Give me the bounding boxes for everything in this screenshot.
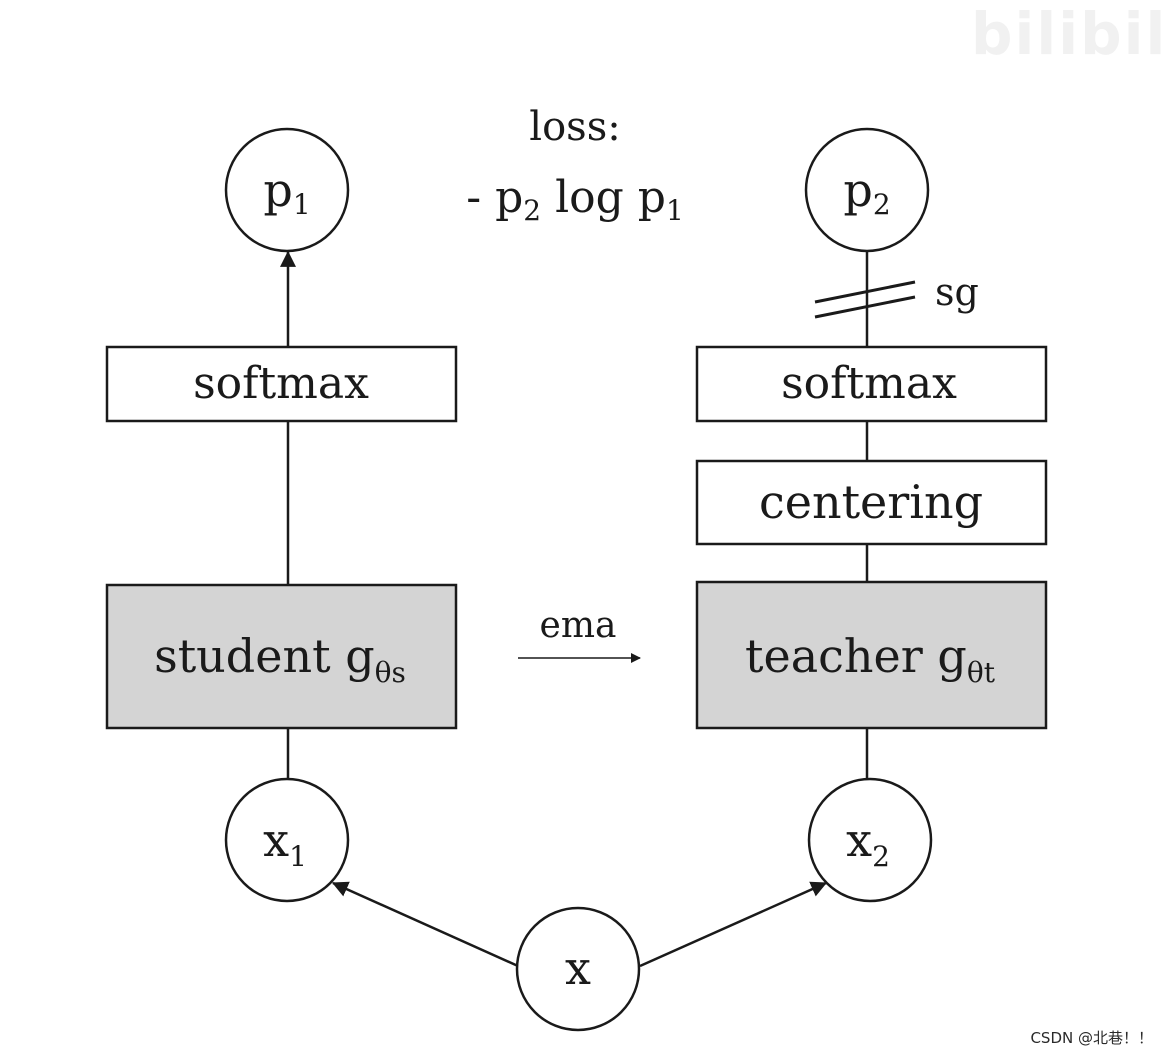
p2-label: p2 bbox=[843, 163, 890, 221]
bilibili-watermark: bilibili bbox=[971, 0, 1161, 60]
p1-node bbox=[224, 127, 350, 253]
loss-label: loss: bbox=[529, 104, 620, 150]
loss-formula: - p2 log p1 bbox=[466, 172, 684, 227]
x2-node bbox=[807, 777, 933, 903]
student-network-box bbox=[105, 583, 458, 730]
x2-label: x2 bbox=[846, 813, 890, 873]
teacher-centering-label: centering bbox=[759, 475, 983, 529]
student-network-label: student gθs bbox=[154, 629, 406, 689]
x1-node bbox=[224, 777, 350, 903]
stop-gradient-slash-2 bbox=[814, 295, 916, 319]
ema-label: ema bbox=[540, 605, 617, 646]
stop-gradient-label: sg bbox=[935, 270, 979, 314]
x-source-label: x bbox=[565, 941, 591, 995]
x-source-node bbox=[515, 906, 641, 1032]
student-softmax-label: softmax bbox=[193, 358, 369, 409]
teacher-centering-box bbox=[695, 459, 1048, 546]
csdn-watermark: CSDN @北巷！！ bbox=[1030, 1029, 1153, 1047]
teacher-softmax-box bbox=[695, 345, 1048, 423]
source-to-x1-arrow bbox=[331, 881, 519, 968]
teacher-network-box bbox=[695, 580, 1048, 730]
teacher-softmax-label: softmax bbox=[781, 358, 957, 409]
p2-node bbox=[804, 127, 930, 253]
source-to-x2-arrow bbox=[639, 881, 828, 968]
x1-label: x1 bbox=[263, 813, 307, 873]
stop-gradient-slash-1 bbox=[814, 280, 916, 304]
student-softmax-box bbox=[105, 345, 458, 423]
p1-label: p1 bbox=[263, 163, 310, 221]
teacher-network-label: teacher gθt bbox=[745, 629, 996, 689]
